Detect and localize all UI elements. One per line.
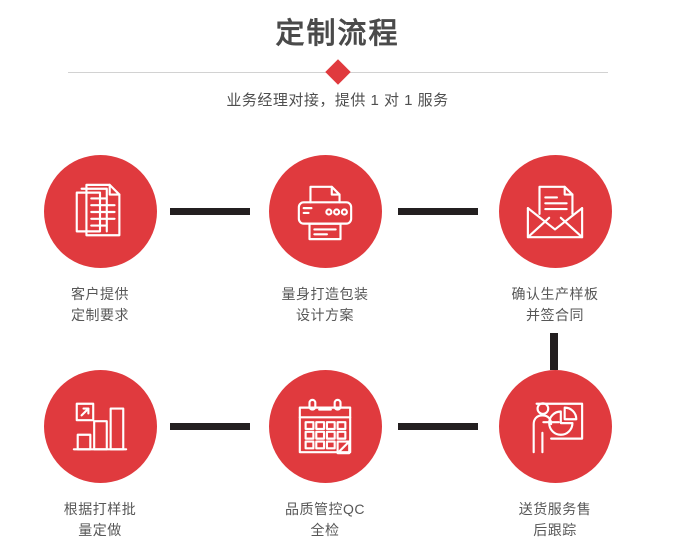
process-step-5[interactable]: 品质管控QC 全检 — [235, 355, 415, 555]
connector-row2-1 — [170, 423, 250, 430]
calendar-check-icon — [298, 398, 352, 454]
page-title: 定制流程 — [275, 18, 400, 50]
connector-row2-2 — [398, 423, 478, 430]
connector-vertical — [550, 333, 558, 370]
step-6-label: 送货服务售 后跟踪 — [518, 501, 592, 538]
diamond-icon — [325, 59, 351, 85]
process-step-6[interactable]: 送货服务售 后跟踪 — [465, 355, 645, 555]
step-2-label: 量身打造包装 设计方案 — [281, 286, 369, 323]
connector-row1-1 — [170, 208, 250, 215]
presenter-pie-chart-icon — [532, 401, 584, 453]
process-flow: 客户提供 定制要求 — [0, 140, 675, 550]
step-2-circle — [268, 155, 382, 268]
step-1-label: 客户提供 定制要求 — [71, 286, 129, 323]
process-step-4[interactable]: 根据打样批 量定做 — [10, 355, 190, 555]
step-1-circle — [43, 155, 157, 268]
step-4-circle — [43, 370, 157, 483]
title-divider — [68, 59, 608, 85]
printer-icon — [297, 185, 353, 240]
step-3-circle — [498, 155, 612, 268]
step-3-label: 确认生产样板 并签合同 — [511, 286, 599, 323]
header: 定制流程 业务经理对接，提供 1 对 1 服务 — [0, 0, 675, 130]
connector-row1-2 — [398, 208, 478, 215]
bar-chart-growth-icon — [72, 402, 128, 450]
process-row-1: 客户提供 定制要求 — [0, 140, 675, 370]
process-step-3[interactable]: 确认生产样板 并签合同 — [465, 140, 645, 340]
step-4-label: 根据打样批 量定做 — [63, 501, 137, 538]
process-step-1[interactable]: 客户提供 定制要求 — [10, 140, 190, 340]
process-step-2[interactable]: 量身打造包装 设计方案 — [235, 140, 415, 340]
header-subtitle: 业务经理对接，提供 1 对 1 服务 — [226, 92, 449, 109]
envelope-letter-icon — [526, 185, 584, 238]
step-5-label: 品质管控QC 全检 — [285, 501, 365, 538]
documents-stack-icon — [75, 183, 121, 236]
step-5-circle — [268, 370, 382, 483]
step-6-circle — [498, 370, 612, 483]
process-row-2: 根据打样批 量定做 — [0, 355, 675, 555]
